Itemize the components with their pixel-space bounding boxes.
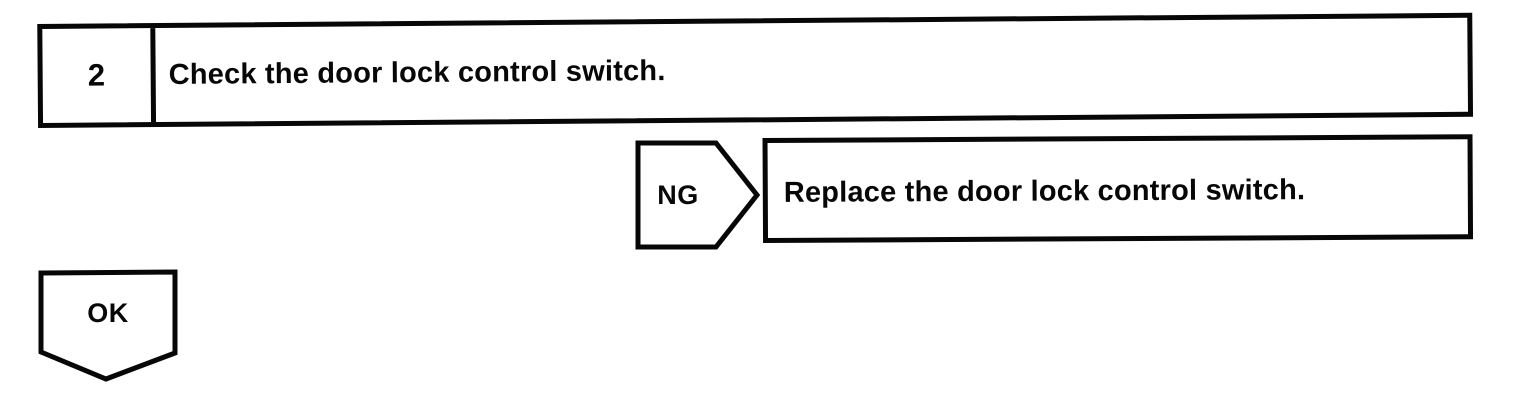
ng-action-text: Replace the door lock control switch. [783,174,1306,209]
step-number-cell: 2 [42,28,157,123]
ng-label-wrap: NG [635,140,721,250]
step-number: 2 [87,57,106,93]
ok-pentagon-icon [38,269,178,382]
ng-action-box: Replace the door lock control switch. [762,134,1474,243]
ok-label-wrap: OK [38,271,178,355]
ng-pentagon-icon [635,140,761,250]
ng-label: NG [657,179,699,210]
step-instruction: Check the door lock control switch. [168,54,666,91]
step-box: 2 Check the door lock control switch. [37,12,1474,128]
ok-connector: OK [38,269,180,384]
ng-connector: NG [635,140,761,250]
ok-label: OK [87,297,129,328]
